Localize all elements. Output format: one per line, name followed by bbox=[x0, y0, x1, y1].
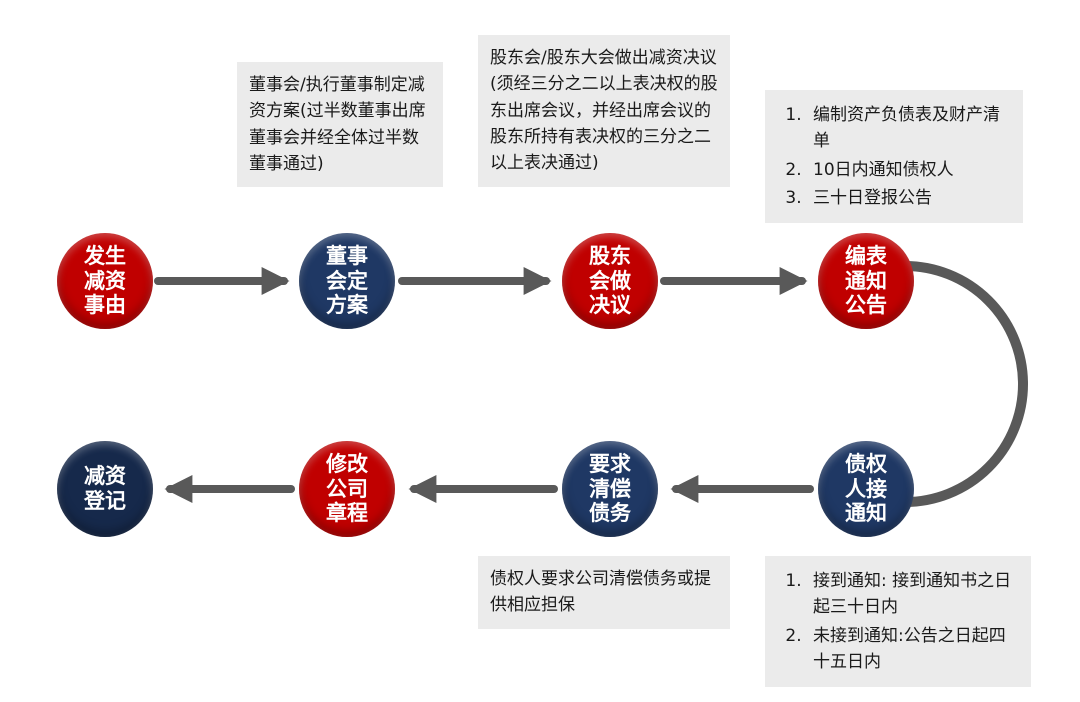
note-shareholder-resolution: 股东会/股东大会做出减资决议(须经三分之二以上表决权的股东出席会议，并经出席会议… bbox=[478, 35, 730, 187]
node-reduction-registration: 减资 登记 bbox=[57, 441, 153, 537]
node-reduction-event-label: 发生 减资 事由 bbox=[84, 243, 126, 318]
announce-step-3: 三十日登报公告 bbox=[807, 185, 1011, 211]
node-creditor-receives-notice-label: 债权 人接 通知 bbox=[845, 451, 887, 526]
node-prepare-notify-announce: 编表 通知 公告 bbox=[818, 233, 914, 329]
node-board-plan: 董事 会定 方案 bbox=[299, 233, 395, 329]
announce-step-1: 编制资产负债表及财产清单 bbox=[807, 102, 1011, 155]
node-shareholder-resolution-label: 股东 会做 决议 bbox=[589, 243, 631, 318]
note-creditor-deadlines: 接到通知: 接到通知书之日起三十日内 未接到通知:公告之日起四十五日内 bbox=[765, 556, 1031, 688]
note-repay-guarantee: 债权人要求公司清偿债务或提供相应担保 bbox=[478, 556, 730, 629]
node-creditor-receives-notice: 债权 人接 通知 bbox=[818, 441, 914, 537]
creditor-deadlines-list: 接到通知: 接到通知书之日起三十日内 未接到通知:公告之日起四十五日内 bbox=[777, 568, 1019, 675]
node-reduction-event: 发生 减资 事由 bbox=[57, 233, 153, 329]
deadline-not-notified: 未接到通知:公告之日起四十五日内 bbox=[807, 623, 1019, 676]
node-amend-articles: 修改 公司 章程 bbox=[299, 441, 395, 537]
node-demand-repayment: 要求 清偿 债务 bbox=[562, 441, 658, 537]
u-turn-connector bbox=[900, 261, 1028, 507]
node-board-plan-label: 董事 会定 方案 bbox=[326, 243, 368, 318]
node-amend-articles-label: 修改 公司 章程 bbox=[326, 451, 368, 526]
note-announce-steps: 编制资产负债表及财产清单 10日内通知债权人 三十日登报公告 bbox=[765, 90, 1023, 224]
note-board-plan: 董事会/执行董事制定减资方案(过半数董事出席董事会并经全体过半数董事通过) bbox=[237, 62, 443, 188]
deadline-notified: 接到通知: 接到通知书之日起三十日内 bbox=[807, 568, 1019, 621]
announce-steps-list: 编制资产负债表及财产清单 10日内通知债权人 三十日登报公告 bbox=[777, 102, 1011, 211]
node-demand-repayment-label: 要求 清偿 债务 bbox=[589, 451, 631, 526]
announce-step-2: 10日内通知债权人 bbox=[807, 157, 1011, 183]
node-reduction-registration-label: 减资 登记 bbox=[84, 464, 126, 513]
node-prepare-notify-announce-label: 编表 通知 公告 bbox=[845, 243, 887, 318]
node-shareholder-resolution: 股东 会做 决议 bbox=[562, 233, 658, 329]
